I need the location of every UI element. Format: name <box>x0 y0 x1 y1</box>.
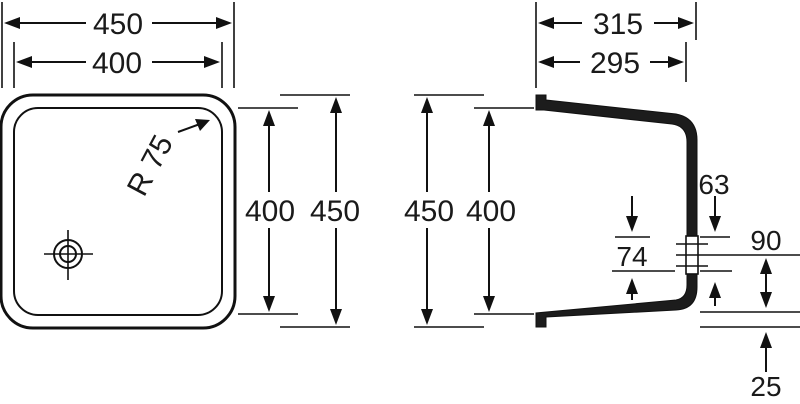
dimension-depth-295 <box>538 42 687 82</box>
sink-outer-outline <box>0 93 237 330</box>
width-450-label: 450 <box>93 8 143 41</box>
drain-symbol <box>44 230 93 280</box>
dimension-25 <box>700 311 800 372</box>
sink-profile <box>535 94 698 328</box>
dimension-height-450 <box>280 94 350 328</box>
radius-label: R 75 <box>121 130 180 201</box>
drain-height-74-label: 74 <box>616 241 647 272</box>
depth-295-label: 295 <box>590 47 640 80</box>
dimension-side-height-450 <box>414 94 484 328</box>
side-view: 450 400 315 295 <box>404 2 800 402</box>
sink-inner-outline <box>13 107 223 316</box>
top-view: R 75 450 400 4 <box>0 2 360 330</box>
bottom-dim-25-label: 25 <box>750 371 781 402</box>
side-height-450-label: 450 <box>404 195 454 228</box>
drain-outlet <box>676 235 712 275</box>
width-400-label: 400 <box>92 47 142 80</box>
side-height-400-label: 400 <box>466 195 516 228</box>
dimension-74 <box>612 270 732 306</box>
height-400-label: 400 <box>245 195 295 228</box>
dimension-side-height-400 <box>474 107 534 315</box>
dimension-depth-315 <box>535 2 697 88</box>
dimension-width-400 <box>13 42 223 88</box>
drain-offset-63-label: 63 <box>698 169 729 200</box>
dimension-90 <box>712 254 800 308</box>
dimension-63 <box>615 196 730 238</box>
right-dim-90-label: 90 <box>750 225 781 256</box>
dimension-height-400 <box>238 107 298 315</box>
dimension-width-450 <box>1 2 235 88</box>
radius-leader <box>177 119 210 133</box>
depth-315-label: 315 <box>593 8 643 41</box>
height-450-label: 450 <box>310 195 360 228</box>
